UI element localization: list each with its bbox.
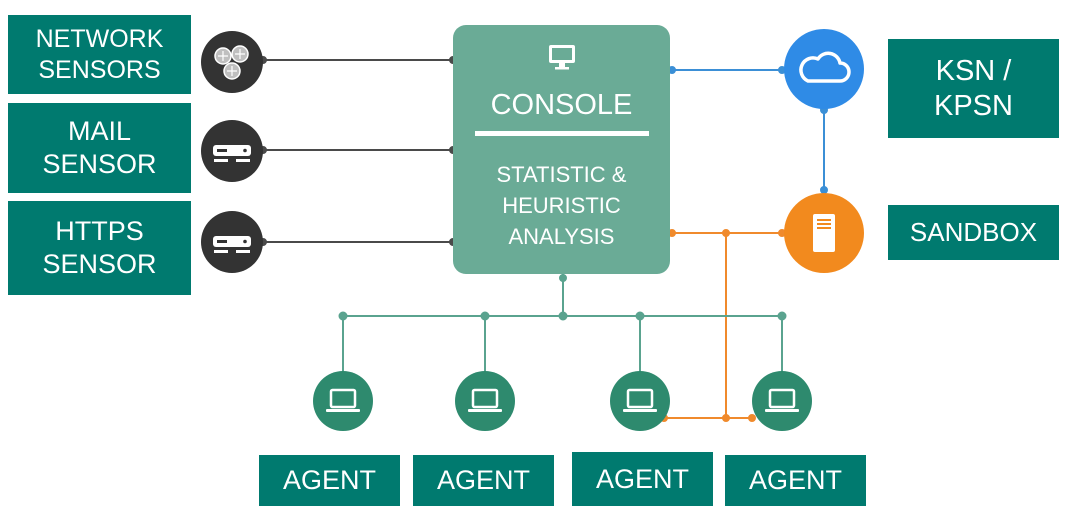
agent-label-1: AGENT — [259, 455, 400, 506]
ksn-kpsn-label: KSN / KPSN — [888, 39, 1059, 138]
https-sensor-line2: SENSOR — [42, 249, 157, 279]
https-sensor-line1: HTTPS — [55, 216, 144, 246]
ksn-line2: KPSN — [934, 89, 1013, 122]
network-sensors-line2: SENSORS — [38, 55, 161, 84]
console-desc-line2: HEURISTIC — [502, 193, 621, 218]
network-sensors-line1: NETWORK — [35, 24, 164, 53]
agent-label-3: AGENT — [572, 452, 713, 506]
agent-label-4: AGENT — [725, 455, 866, 506]
server-tower-icon — [784, 193, 864, 273]
laptop-icon — [752, 371, 812, 431]
agent-label-text: AGENT — [282, 465, 376, 495]
mail-sensor-label: MAIL SENSOR — [8, 103, 191, 193]
console-divider — [475, 131, 649, 136]
https-sensor-label: HTTPS SENSOR — [8, 201, 191, 295]
laptop-icon — [455, 371, 515, 431]
console-description: STATISTIC & HEURISTIC ANALYSIS — [453, 159, 670, 252]
sandbox-text: SANDBOX — [909, 217, 1038, 247]
console-panel: CONSOLE STATISTIC & HEURISTIC ANALYSIS — [453, 25, 670, 274]
network-sensors-label: NETWORK SENSORS — [8, 15, 191, 94]
ksn-line1: KSN / — [935, 54, 1012, 87]
mail-sensor-server-icon — [201, 120, 263, 182]
mail-sensor-line1: MAIL — [67, 116, 132, 146]
sandbox-label: SANDBOX — [888, 205, 1059, 260]
mail-sensor-line2: SENSOR — [42, 149, 157, 179]
console-desc-line1: STATISTIC & — [496, 162, 627, 187]
console-desc-line3: ANALYSIS — [508, 224, 615, 249]
https-sensor-server-icon — [201, 211, 263, 273]
cloud-icon — [784, 29, 864, 109]
console-title: CONSOLE — [490, 89, 633, 121]
network-sensors-icon — [201, 31, 263, 93]
agent-label-2: AGENT — [413, 455, 554, 506]
laptop-icon — [610, 371, 670, 431]
laptop-icon — [313, 371, 373, 431]
agent-label-text: AGENT — [595, 463, 689, 494]
monitor-icon — [549, 45, 575, 70]
agent-label-text: AGENT — [748, 465, 842, 495]
agent-label-text: AGENT — [436, 465, 530, 495]
